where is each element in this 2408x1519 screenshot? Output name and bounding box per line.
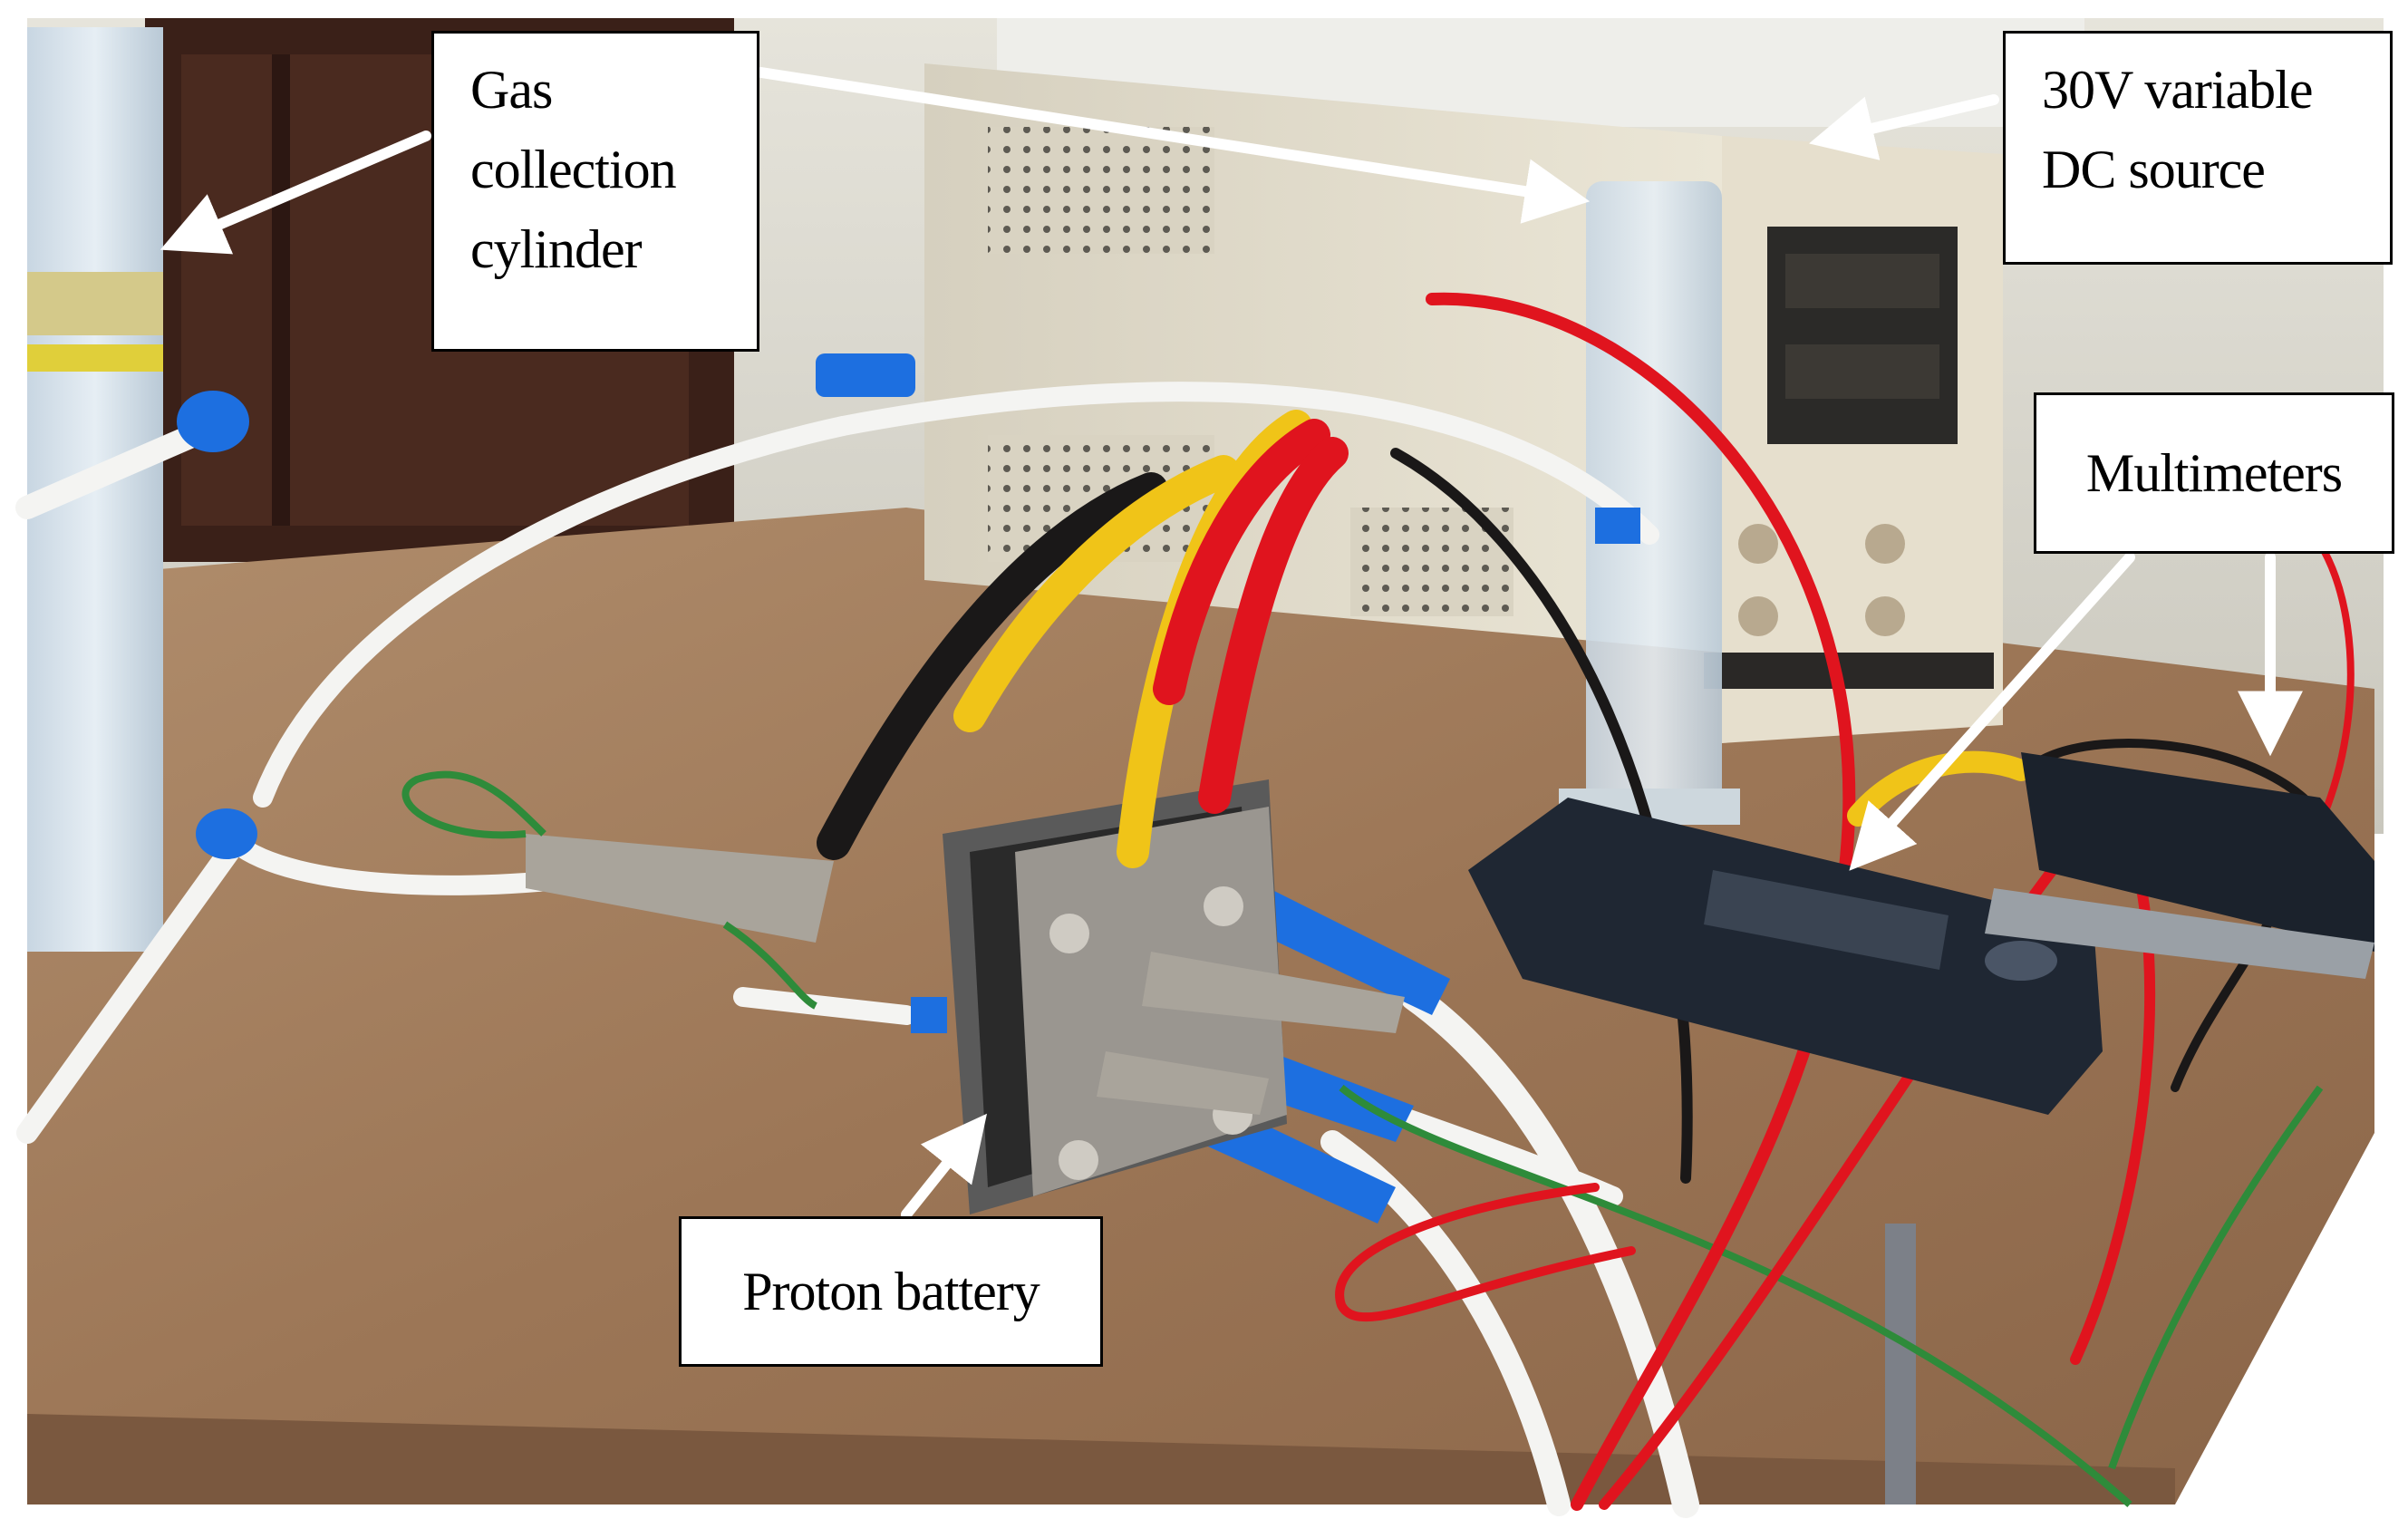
- label-dc-source: 30V variable DC source: [2003, 31, 2393, 265]
- arrow-gas-left: [160, 131, 431, 255]
- label-gas-collection-cylinder: Gas collection cylinder: [431, 31, 759, 352]
- gas-collection-cylinder-right: [1559, 181, 1740, 825]
- label-multimeters: Multimeters: [2034, 392, 2394, 554]
- arrow-dc: [1808, 94, 1999, 160]
- arrow-multi-1: [1849, 552, 2135, 871]
- multimeters: [1468, 752, 2374, 1115]
- label-proton-battery: Proton battery: [679, 1216, 1103, 1367]
- arrow-gas-right: [756, 67, 1591, 224]
- arrow-proton: [901, 1113, 987, 1220]
